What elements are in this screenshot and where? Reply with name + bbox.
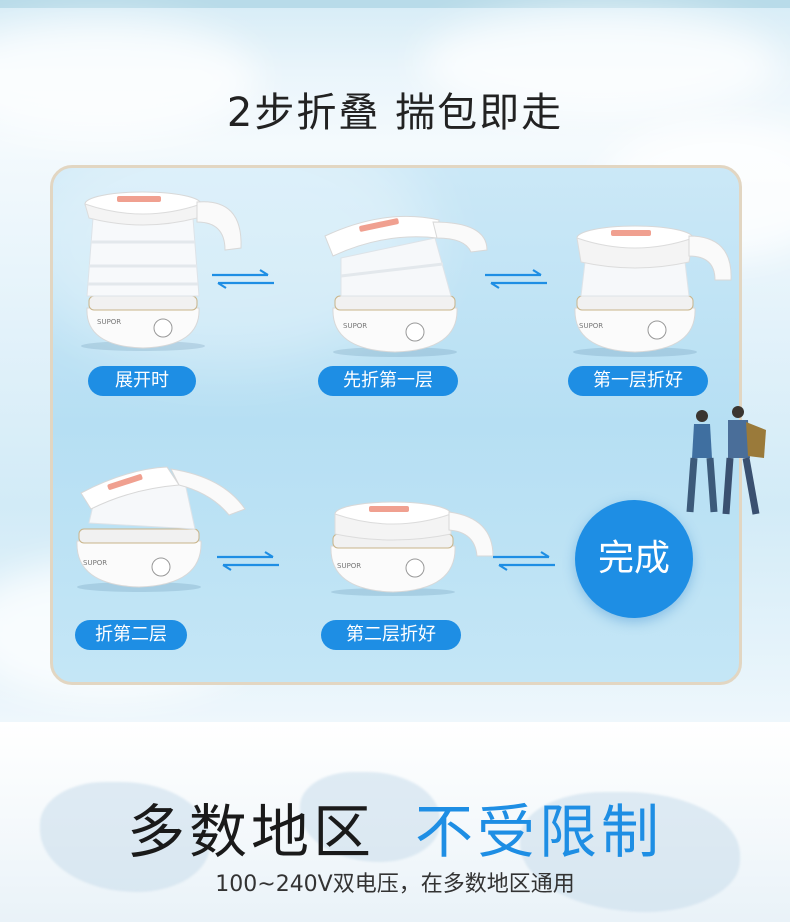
world-map-shape [520, 792, 740, 912]
bottom-title-blue: 不受限制 [415, 798, 664, 866]
bottom-subtitle: 100~240V双电压，在多数地区通用 [215, 872, 575, 897]
brand-mark: SUPOR [337, 562, 361, 570]
cloud [420, 10, 780, 120]
world-map-shape [40, 782, 210, 892]
step-label-unfolded: 展开时 [88, 366, 196, 396]
bottom-title: 多数地区不受限制 [0, 785, 790, 869]
kettle-folding-first-image: SUPOR [324, 215, 488, 357]
swap-arrows-icon [485, 269, 547, 289]
swap-arrows-icon [493, 551, 555, 571]
section-headline: 2步折叠 揣包即走 [226, 90, 564, 136]
kettle-folding-second-image: SUPOR [76, 466, 246, 592]
top-section: 2步折叠 揣包即走 SUPOR 展开时 [0, 0, 790, 722]
world-map-shape [300, 772, 440, 862]
swap-arrows-icon [212, 269, 274, 289]
brand-mark: SUPOR [83, 559, 107, 567]
brand-mark: SUPOR [97, 318, 121, 326]
step-label-first-folded: 第一层折好 [568, 366, 708, 396]
kettle-expanded-image: SUPOR [81, 191, 242, 351]
top-strip [0, 0, 790, 8]
swap-arrows-icon [217, 551, 279, 571]
cloud [0, 20, 260, 140]
step-label-fold-first: 先折第一层 [318, 366, 458, 396]
brand-mark: SUPOR [579, 322, 603, 330]
bottom-section [0, 722, 790, 922]
step-label-second-folded: 第二层折好 [321, 620, 461, 650]
folding-steps-panel: SUPOR 展开时 SUPOR 先折第一层 [50, 165, 742, 685]
done-badge: 完成 [575, 500, 693, 618]
brand-mark: SUPOR [343, 322, 367, 330]
bottom-title-black: 多数地区 [126, 798, 375, 866]
kettle-first-folded-image: SUPOR [573, 225, 732, 357]
hikers-illustration [686, 406, 766, 515]
kettle-second-folded-image: SUPOR [330, 501, 494, 596]
step-label-fold-second: 折第二层 [75, 620, 187, 650]
